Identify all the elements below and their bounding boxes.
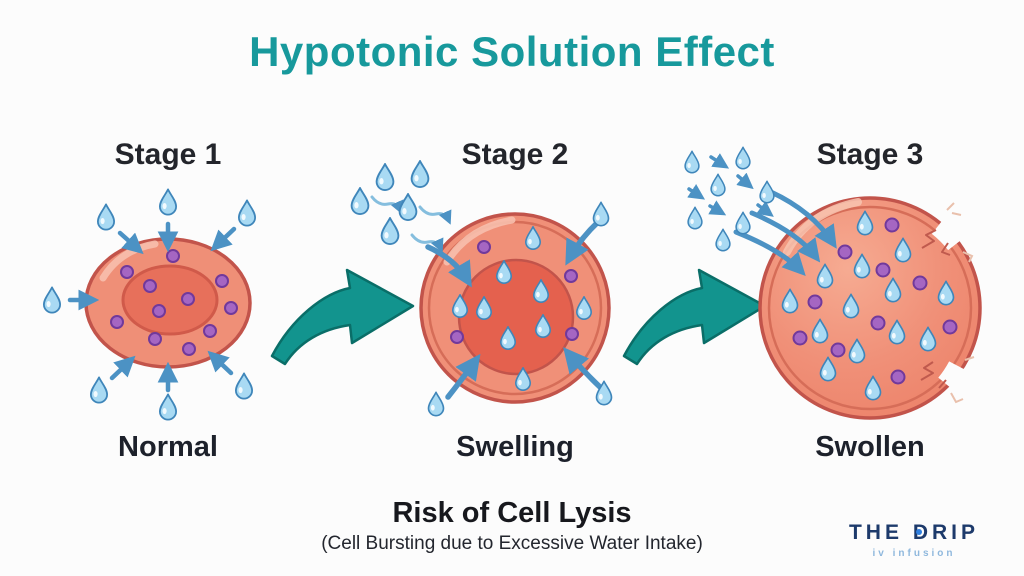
- solute-particle: [807, 294, 823, 310]
- solute-particles-stage2: [450, 240, 579, 344]
- water-droplet-icon: [375, 163, 395, 191]
- solute-particle: [942, 319, 958, 335]
- page-title: Hypotonic Solution Effect: [249, 28, 775, 75]
- water-droplet-icon: [687, 206, 703, 230]
- solute-particle: [875, 262, 891, 278]
- cell-stage2-membrane-inner-line: [427, 220, 603, 396]
- water-droplet-icon: [380, 217, 400, 245]
- water-droplet-icon: [759, 180, 775, 204]
- solute-particle: [792, 330, 808, 346]
- water-droplet-icon: [715, 228, 731, 252]
- solute-particle: [830, 342, 846, 358]
- solute-particle: [143, 279, 157, 293]
- solute-particle: [477, 240, 491, 254]
- solute-particle: [837, 244, 853, 260]
- stage-3-cell-group: [758, 196, 982, 420]
- membrane-crack-bottom-right: [920, 356, 975, 404]
- membrane-crack-top-right: [921, 202, 974, 263]
- stage-1-label: Normal: [118, 431, 218, 463]
- stage-1-heading: Stage 1: [114, 138, 222, 171]
- water-droplets-around-stage3: [684, 146, 775, 252]
- wavy-water-arrows-stage2: [370, 195, 452, 253]
- solute-particles-stage1: [110, 249, 238, 356]
- water-droplet-icon: [158, 188, 177, 216]
- solute-particle: [148, 332, 162, 346]
- brand-logo: THE DRIP iv infusion: [826, 521, 1002, 559]
- cell-stage1-depression: [121, 264, 219, 336]
- water-droplet-icon: [592, 201, 610, 227]
- risk-subtitle: (Cell Bursting due to Excessive Water In…: [321, 533, 703, 554]
- solute-particle: [166, 249, 180, 263]
- solute-particle: [110, 315, 124, 329]
- water-droplet-icon: [237, 199, 256, 227]
- water-droplet-icon: [158, 393, 177, 421]
- cell-stage2-highlight: [443, 216, 516, 266]
- solute-particle: [564, 269, 578, 283]
- water-droplet-icon: [234, 372, 253, 400]
- solute-particle: [224, 301, 238, 315]
- stage-3-heading: Stage 3: [816, 138, 924, 171]
- water-droplet-icon: [398, 193, 418, 221]
- cell-stage3-membrane-inner-line: [767, 205, 973, 411]
- risk-title: Risk of Cell Lysis: [392, 497, 632, 529]
- solute-particle: [203, 324, 217, 338]
- solute-particle: [120, 265, 134, 279]
- solute-particle: [870, 315, 886, 331]
- stage-2-label: Swelling: [456, 431, 574, 463]
- water-droplet-icon: [427, 391, 445, 417]
- solute-particles-stage3: [792, 217, 958, 385]
- solute-particle: [215, 274, 229, 288]
- water-droplet-icon: [735, 211, 751, 235]
- solute-particle: [450, 330, 464, 344]
- water-droplet-icon: [96, 203, 115, 231]
- water-droplet-icon: [735, 146, 751, 170]
- stage-3-label: Swollen: [815, 431, 925, 463]
- solute-particle: [182, 342, 196, 356]
- brand-tagline: iv infusion: [872, 548, 956, 559]
- water-entry-arrows-stage1: [67, 221, 237, 393]
- water-droplet-icon: [43, 286, 61, 314]
- stage-2-heading: Stage 2: [461, 138, 569, 171]
- flow-arrow-stage2-to-stage3: [622, 268, 767, 366]
- solute-particle: [890, 369, 906, 385]
- stage-1-cell-group: [84, 237, 252, 369]
- water-droplet-icon: [350, 187, 370, 215]
- solute-particle: [912, 275, 928, 291]
- solute-particle: [565, 327, 579, 341]
- solute-particle: [152, 304, 166, 318]
- small-water-arrows-stage3: [687, 153, 774, 217]
- cell-stage2-inner: [457, 258, 575, 376]
- flow-arrow-stage1-to-stage2: [270, 268, 415, 366]
- solute-particle: [181, 292, 195, 306]
- water-droplet-icon: [710, 173, 726, 197]
- water-droplet-icon: [89, 376, 108, 404]
- water-droplet-icon: [684, 150, 700, 174]
- logo-drop-dot: [916, 529, 922, 535]
- brand-name: THE DRIP: [848, 521, 979, 544]
- cell-stage1-highlight: [99, 240, 159, 282]
- solute-particle: [884, 217, 900, 233]
